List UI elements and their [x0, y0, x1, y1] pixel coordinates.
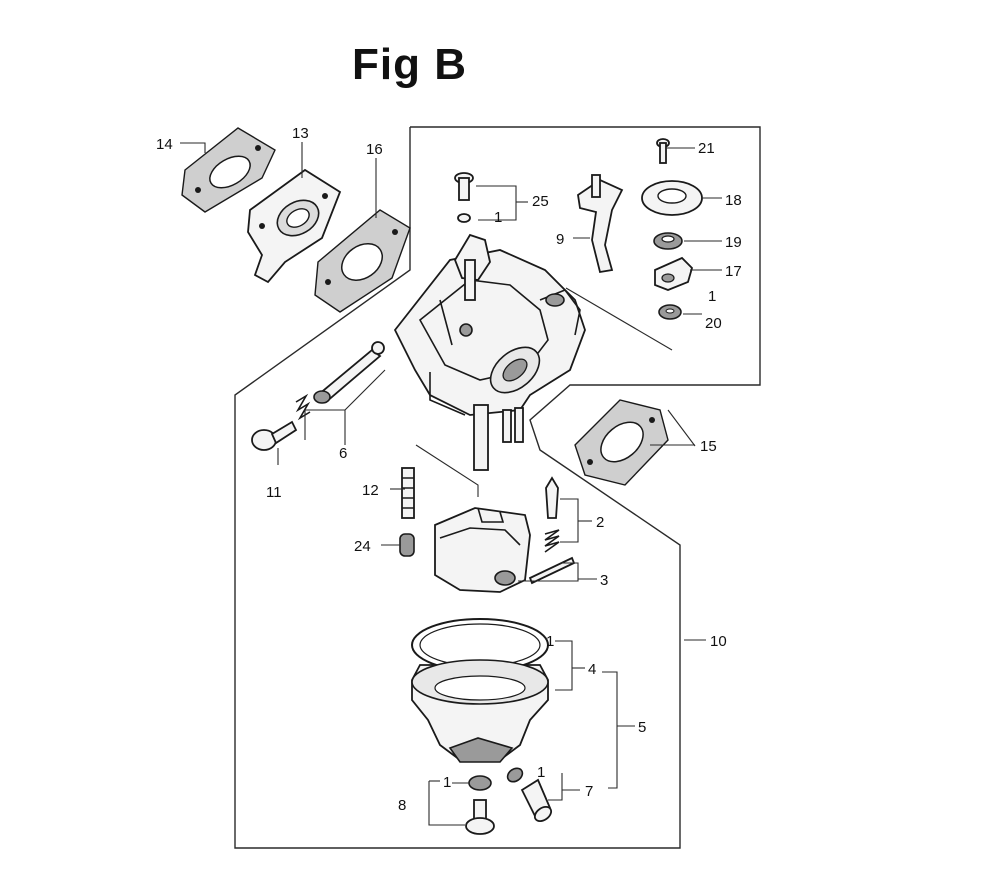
callout-3: 3 [600, 572, 608, 589]
callout-25: 25 [532, 193, 549, 210]
callout-1-upper: 1 [494, 209, 502, 226]
callout-13: 13 [292, 125, 309, 142]
callout-7: 7 [585, 783, 593, 800]
choke-lever-9 [577, 174, 624, 274]
callout-1-bowl: 1 [546, 633, 554, 650]
float-pin-3 [528, 556, 576, 585]
callout-20: 20 [705, 315, 722, 332]
spring-6 [295, 393, 311, 421]
figure-title: Fig B [352, 40, 467, 89]
lever-17 [654, 256, 694, 291]
washer-20 [658, 304, 682, 320]
screw-21 [656, 138, 670, 164]
screw-25 [454, 172, 474, 223]
callout-2: 2 [596, 514, 604, 531]
callout-6: 6 [339, 445, 347, 462]
callout-19: 19 [725, 234, 742, 251]
callout-1-right: 1 [708, 288, 716, 305]
callout-12: 12 [362, 482, 379, 499]
washer-8 [468, 775, 492, 791]
float-chamber-5 [411, 659, 549, 763]
plate-18 [641, 180, 703, 216]
callout-18: 18 [725, 192, 742, 209]
insulator-13 [247, 168, 342, 284]
callout-10: 10 [710, 633, 727, 650]
bolt-8 [465, 799, 495, 835]
callout-15: 15 [700, 438, 717, 455]
assembly-frame [234, 126, 761, 849]
callout-11: 11 [266, 484, 282, 501]
jet-24 [399, 533, 415, 557]
callout-16: 16 [366, 141, 383, 158]
float-valve-2 [544, 476, 560, 553]
callout-1-bolt: 1 [443, 774, 451, 791]
screw-11 [251, 420, 298, 451]
nut-19 [653, 232, 683, 250]
pilot-screw-6 [313, 341, 385, 404]
callout-17: 17 [725, 263, 742, 280]
leader-lines [180, 142, 722, 826]
callout-labels: 14 13 16 25 1 9 21 18 19 17 1 20 15 6 11… [156, 125, 742, 814]
washer-7 [506, 767, 524, 783]
carburetor-body [393, 233, 586, 471]
callout-14: 14 [156, 136, 173, 153]
callout-1-drain: 1 [537, 764, 545, 781]
callout-24: 24 [354, 538, 371, 555]
float [434, 507, 531, 593]
gasket-14 [181, 127, 276, 213]
gasket-16 [314, 209, 411, 313]
callout-4: 4 [588, 661, 596, 678]
callout-8: 8 [398, 797, 406, 814]
callout-5: 5 [638, 719, 646, 736]
drain-screw-7 [520, 778, 553, 823]
callout-9: 9 [556, 231, 564, 248]
gasket-15 [574, 399, 669, 486]
callout-21: 21 [698, 140, 715, 157]
main-jet-12 [401, 467, 415, 519]
